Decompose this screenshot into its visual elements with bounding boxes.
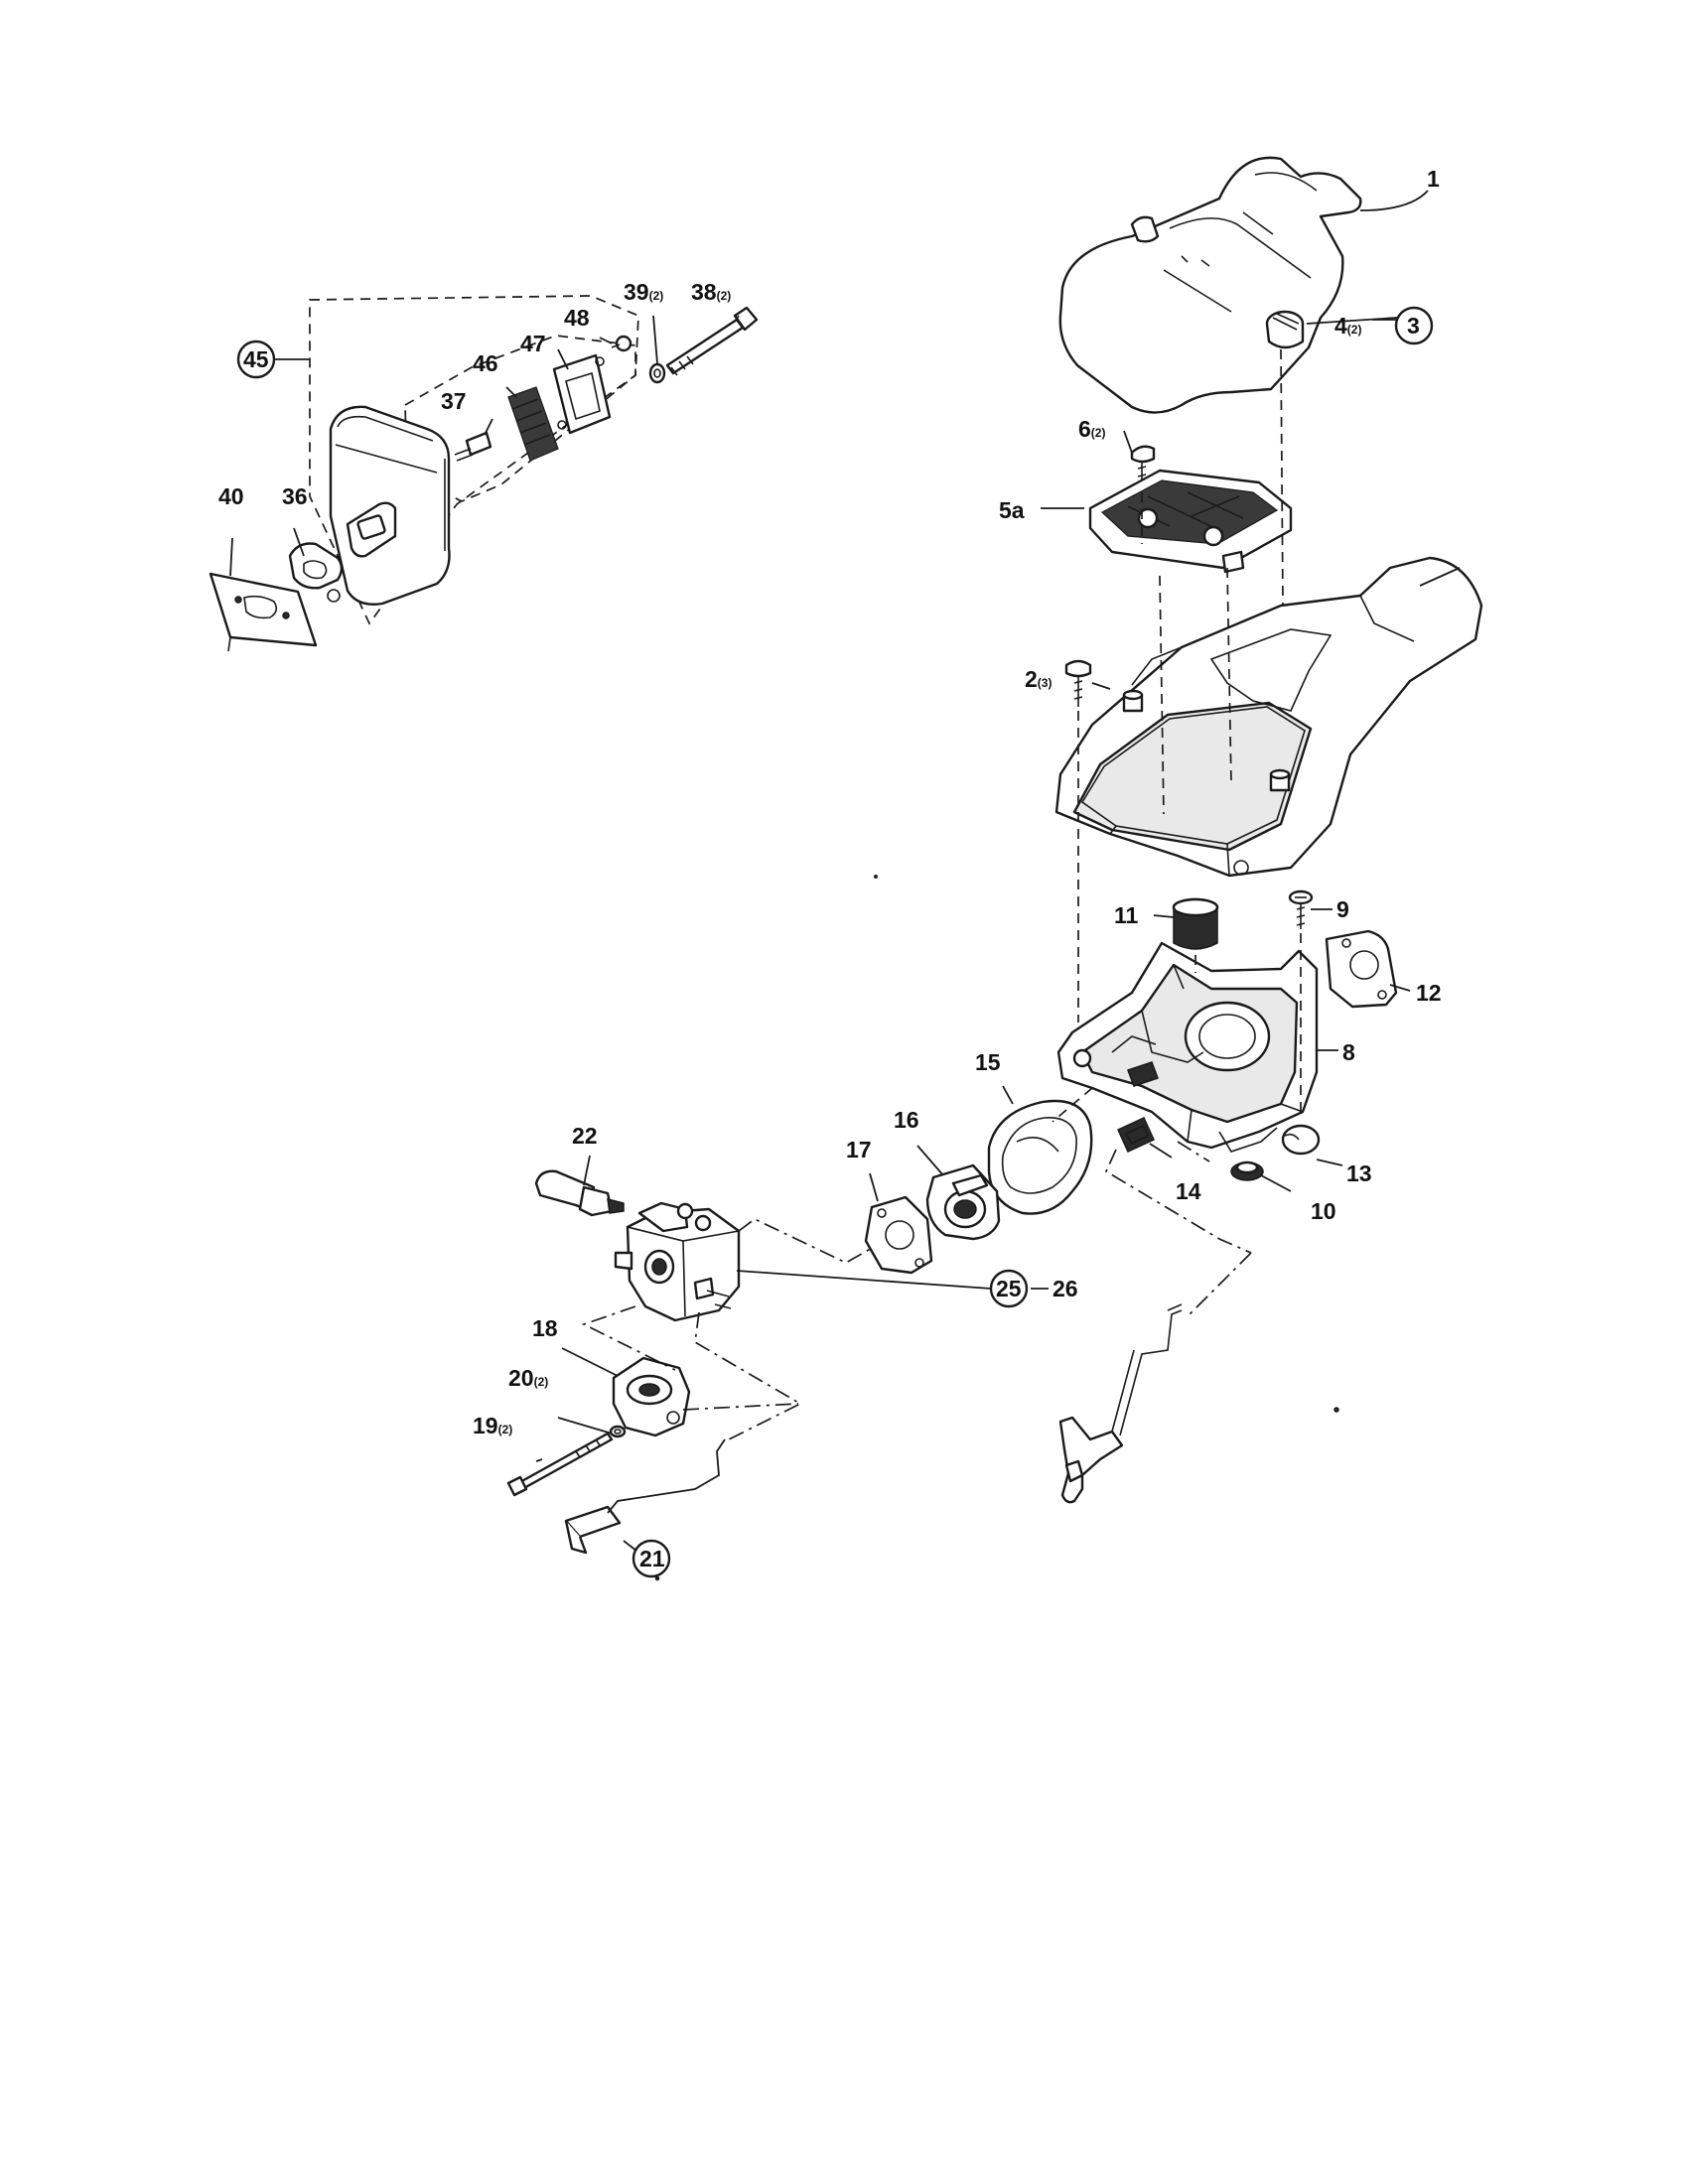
callout-2: 2(3) [1025,666,1052,692]
callout-8: 8 [1342,1039,1355,1065]
callout-4: 4(2) [1334,313,1361,339]
gasket-12 [1325,929,1398,1009]
intake-gasket-15 [987,1099,1093,1215]
callout-rings [236,306,1434,1578]
callout-19: 19(2) [473,1413,512,1438]
ring-3 [1394,306,1434,345]
screw-6 [1130,445,1156,488]
callout-36: 36 [282,483,308,509]
muffler-body [329,405,451,606]
callout-39: 39(2) [624,279,663,305]
callout-9: 9 [1336,896,1349,922]
ring-45 [236,340,276,379]
screw-19 [506,1432,614,1497]
assembly-lines [581,348,1302,1442]
leader-lines [229,190,1461,1556]
throttle-rod-26 [1058,1303,1183,1504]
top-cover [1058,156,1362,414]
stray-mark [874,875,878,879]
callout-13: 13 [1346,1160,1372,1186]
callout-20: 20(2) [508,1365,548,1391]
pump-cover-18 [612,1356,691,1437]
carburetor [614,1201,741,1322]
muffler-assembly-outline [309,295,639,625]
screw-37 [454,431,492,462]
screw-9 [1288,889,1314,929]
callout-21: 21 [639,1546,665,1571]
callout-26: 26 [1052,1276,1078,1301]
callout-37: 37 [441,388,467,414]
callout-48: 48 [564,305,590,331]
intake-manifold-16 [925,1163,1001,1241]
callout-45: 45 [243,346,269,372]
stray-mark [654,1575,660,1581]
callout-25: 25 [996,1276,1022,1301]
spacer-11 [1172,897,1219,950]
air-filter [1088,469,1293,574]
callout-12: 12 [1416,980,1442,1006]
choke-21 [564,1438,726,1555]
ring-21 [632,1539,671,1578]
callout-18: 18 [532,1315,558,1341]
callout-6: 6(2) [1078,416,1105,442]
callout-40: 40 [218,483,244,509]
callout-22: 22 [572,1123,598,1149]
callout-1: 1 [1427,166,1440,192]
spark-arrestor-screen [507,386,559,462]
carburetor-gasket-17 [864,1195,933,1275]
ring-25 [989,1269,1029,1308]
cover-knob-4 [1265,310,1305,349]
callout-labels: 1 2(3) 3 4(2) 5a 6(2) 8 9 10 11 12 13 14… [218,166,1442,1571]
grommet-13 [1281,1124,1321,1156]
callout-14: 14 [1176,1178,1201,1204]
screw-48 [611,335,632,352]
callout-16: 16 [894,1107,919,1133]
adjuster-22 [534,1169,625,1217]
callout-47: 47 [520,331,546,356]
seal-14 [1117,1117,1155,1153]
callout-38: 38(2) [691,279,731,305]
airbox-base [1056,941,1319,1153]
bolt-38 [665,306,759,376]
heat-shield-plate [209,572,318,652]
callout-5a: 5a [999,497,1025,523]
grommet-10 [1230,1160,1264,1181]
washer-39 [648,362,666,384]
deflector-plate [552,353,612,435]
callout-10: 10 [1311,1198,1336,1224]
callout-11: 11 [1114,902,1139,928]
callout-17: 17 [846,1137,872,1162]
stray-mark [1333,1407,1339,1413]
airbox-cover [1054,556,1483,878]
washer-20 [609,1425,627,1438]
screw-2 [1064,659,1092,707]
callout-46: 46 [473,350,498,376]
callout-3: 3 [1407,313,1420,339]
muffler-assembly-group [209,295,759,652]
callout-15: 15 [975,1049,1001,1075]
